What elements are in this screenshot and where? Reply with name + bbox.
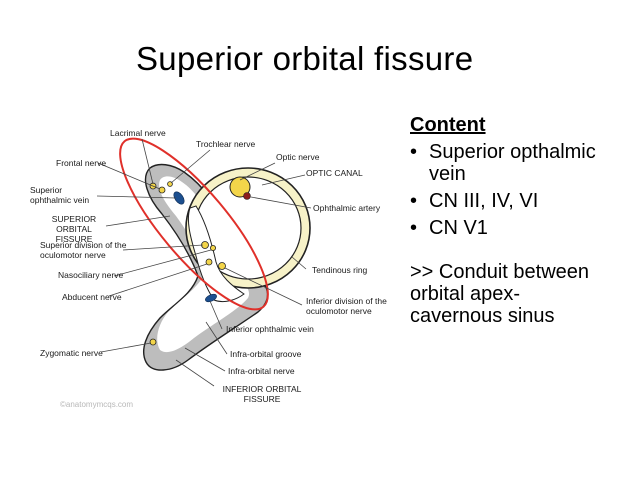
frontal-nerve-dot xyxy=(158,186,166,194)
bullet: • xyxy=(410,217,418,239)
vein-shapes xyxy=(173,191,217,303)
label-zygomatic-nerve: Zygomatic nerve xyxy=(40,348,103,358)
label-superior-division: Superior division of the oculomotor nerv… xyxy=(40,240,127,260)
content-panel: Content • Superior opthalmic vein • CN I… xyxy=(410,114,630,327)
label-optic-canal: OPTIC CANAL xyxy=(306,168,363,178)
abducent-dot xyxy=(205,258,213,266)
content-item-text: CN V1 xyxy=(429,217,488,239)
content-item: • CN III, IV, VI xyxy=(410,190,630,212)
label-tendinous-ring: Tendinous ring xyxy=(312,265,368,275)
slide-title: Superior orbital fissure xyxy=(136,40,474,77)
label-abducent-nerve: Abducent nerve xyxy=(62,292,122,302)
label-lacrimal-nerve: Lacrimal nerve xyxy=(110,128,166,138)
label-superior-orbital-fissure: SUPERIOR ORBITAL FISSURE xyxy=(51,214,97,244)
label-superior-ophthalmic-vein: Superior ophthalmic vein xyxy=(30,185,90,205)
conduit-note: >> Conduit between orbital apex-cavernou… xyxy=(410,261,590,327)
label-frontal-nerve: Frontal nerve xyxy=(56,158,107,168)
leader-lines xyxy=(96,138,312,387)
zygomatic-nerve-dot xyxy=(149,338,157,346)
fissure-inner-overlap xyxy=(187,205,245,303)
content-list: • Superior opthalmic vein • CN III, IV, … xyxy=(410,141,630,239)
label-optic-nerve: Optic nerve xyxy=(276,152,320,162)
label-infraorbital-groove: Infra-orbital groove xyxy=(230,349,302,359)
bullet: • xyxy=(410,141,418,163)
label-inferior-orbital-fissure: INFERIOR ORBITAL FISSURE xyxy=(222,384,302,404)
content-item-text: Superior opthalmic vein xyxy=(429,141,596,185)
label-ophthalmic-artery: Ophthalmic artery xyxy=(313,203,381,213)
label-nasociliary-nerve: Nasociliary nerve xyxy=(58,270,124,280)
superior-fissure-highlight xyxy=(119,137,269,311)
inferior-division-dot xyxy=(218,262,226,270)
ophthalmic-artery-dot xyxy=(243,192,251,200)
content-item: • Superior opthalmic vein xyxy=(410,141,630,185)
content-item: • CN V1 xyxy=(410,217,630,239)
superior-ophthalmic-vein-shape xyxy=(173,191,185,205)
inferior-ophthalmic-vein-shape xyxy=(205,293,217,303)
content-heading: Content xyxy=(410,114,486,136)
nasociliary-dot xyxy=(209,244,216,251)
bullet: • xyxy=(410,190,418,212)
label-inferior-ophthalmic-vein: Inferior ophthalmic vein xyxy=(226,324,314,334)
content-item-text: CN III, IV, VI xyxy=(429,190,539,212)
optic-structures xyxy=(229,176,251,200)
label-inferior-division: Inferior division of the oculomotor nerv… xyxy=(306,296,387,316)
label-infraorbital-nerve: Infra-orbital nerve xyxy=(228,366,295,376)
label-trochlear-nerve: Trochlear nerve xyxy=(196,139,256,149)
watermark: ©anatomymcqs.com xyxy=(60,400,134,409)
optic-nerve-circle xyxy=(229,176,251,198)
